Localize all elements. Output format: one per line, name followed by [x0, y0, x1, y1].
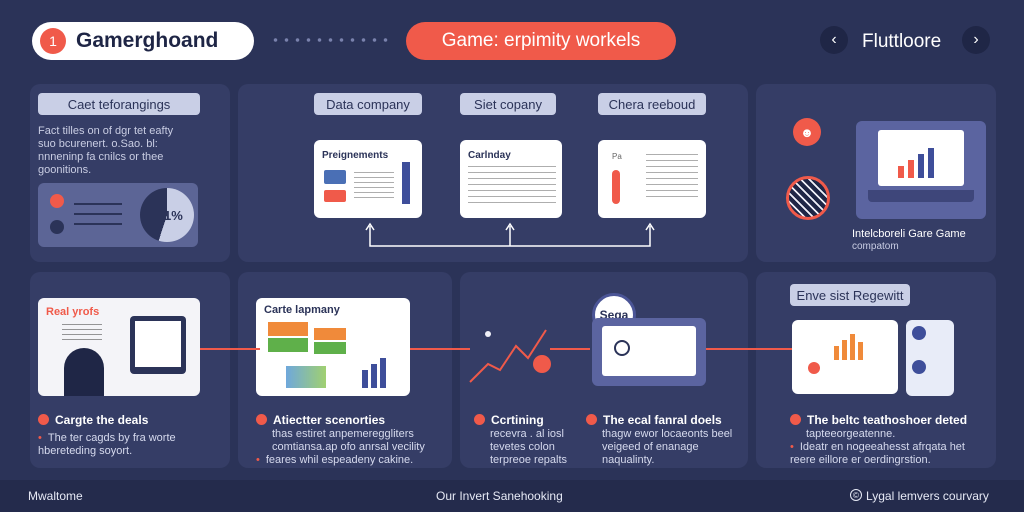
green-block	[268, 338, 308, 352]
globe-icon	[786, 176, 830, 220]
footer-center[interactable]: Our Invert Sanehooking	[436, 489, 563, 503]
orange-block	[268, 322, 308, 336]
panel3-subcaption: compatom	[852, 241, 899, 252]
footer-right[interactable]: Lygal lemvers courvary	[866, 489, 989, 503]
step-dot-icon	[38, 414, 49, 425]
orange-block-2	[314, 328, 346, 340]
card3-bar-accent	[612, 170, 620, 204]
card3-text-lines	[646, 154, 698, 202]
panel7-bar-chart-icon	[834, 334, 863, 360]
panel4-image[interactable]: Real yrofs	[38, 298, 200, 396]
connector-line-1	[200, 348, 260, 350]
panel5-caption: Atiectter scenorties thas estiret anpeme…	[256, 414, 446, 467]
panel3-caption: Intelcboreli Gare Game	[852, 228, 966, 240]
nav-label: Fluttloore	[862, 31, 942, 52]
panel5-image[interactable]: Carte lapmany	[256, 298, 410, 396]
laptop-chart-icon	[898, 148, 934, 178]
center-title: Game: erpimity workels	[441, 30, 641, 51]
panel6-caption-1: Ccrtining recevra . al iosl tevetes colo…	[474, 414, 574, 467]
panel6-caption2-title: The ecal fanral doels	[603, 413, 722, 427]
card2-text-lines	[468, 166, 556, 206]
tablet-screen	[135, 321, 181, 367]
panel7-caption: The beltc teathoshoer deted tapteeorgeat…	[790, 414, 990, 467]
panel7-avatar-icon-2	[912, 360, 926, 374]
card-chera[interactable]: Pa	[598, 140, 706, 218]
footer-left[interactable]: Mwaltome	[28, 489, 83, 503]
card2-title: Carlnday	[468, 150, 511, 161]
card3-label: Pa	[612, 152, 622, 161]
tag-data-company[interactable]: Data company	[314, 93, 422, 115]
tag-chera-reeboud[interactable]: Chera reeboud	[598, 93, 706, 115]
panel5-caption-bullet: feares whil espeadeny cakine.	[265, 454, 414, 466]
toggle-icon	[50, 194, 64, 208]
envelope-icon	[324, 170, 346, 184]
panel7-tag[interactable]: Enve sist Regewitt	[790, 284, 910, 306]
panel5-caption-title: Atiectter scenorties	[273, 413, 386, 427]
connector-line-4	[706, 348, 792, 350]
center-title-pill[interactable]: Game: erpimity workels	[406, 22, 676, 60]
panel7-caption-bullet: Ideatr en nogeeahesst afrqata het reere …	[790, 441, 965, 466]
panel4-caption: Cargte the deals •The ter cagds by fra w…	[38, 414, 224, 458]
panel5-bar-chart-icon	[362, 358, 386, 388]
chevron-left-icon[interactable]: ‹	[820, 26, 848, 54]
arrow-lines-icon	[74, 203, 122, 225]
panel5-title: Carte lapmany	[264, 304, 340, 316]
panel7-image-2[interactable]	[906, 320, 954, 396]
panel7-dot-icon	[808, 362, 820, 374]
card1-text-lines	[354, 172, 394, 200]
connector-line-2	[410, 348, 470, 350]
panel1-text: Fact tilles on of dgr tet eafty suo bcur…	[38, 125, 174, 176]
step-dot-icon	[256, 414, 267, 425]
toggle-icon-2	[50, 220, 64, 234]
panel6-caption-2: The ecal fanral doels thagw ewor locaeon…	[586, 414, 736, 467]
panel1-tag[interactable]: Caet teforangings	[38, 93, 200, 115]
monitor-icon	[614, 340, 630, 356]
panel7-avatar-icon	[912, 326, 926, 340]
card-carlnday[interactable]: Carlnday	[460, 140, 562, 218]
laptop-base	[868, 190, 974, 202]
card1-bar	[402, 162, 410, 204]
copyright-icon: ©	[850, 489, 862, 501]
step-dot-icon	[474, 414, 485, 425]
step-dot-icon	[790, 414, 801, 425]
pie-stat	[140, 188, 194, 242]
growth-line-icon	[469, 329, 551, 383]
panel1-stat: 1%	[164, 208, 183, 223]
panel6-caption1-text: recevra . al iosl tevetes colon terpreoe…	[490, 428, 568, 466]
panel4-title: Real yrofs	[46, 306, 100, 318]
panel7-caption-text: tapteeorgeatenne.	[806, 428, 896, 440]
panel7-image-1[interactable]	[792, 320, 898, 394]
panel7-caption-title: The beltc teathoshoer deted	[807, 413, 968, 427]
envelope-icon-2	[324, 190, 346, 202]
header-dots	[270, 38, 390, 42]
green-block-2	[314, 342, 346, 354]
brand-number-badge: 1	[40, 28, 66, 54]
panel6-caption2-text: thagw ewor locaeonts beel veigeed of ena…	[602, 428, 733, 466]
bullet-icon: •	[38, 432, 42, 444]
brand-pill[interactable]: 1 Gamerghoand	[32, 22, 254, 60]
panel4-caption-title: Cargte the deals	[55, 413, 149, 427]
person-illustration	[64, 348, 104, 396]
user-icon: ☻	[793, 118, 821, 146]
step-dot-icon	[586, 414, 597, 425]
brand-title: Gamerghoand	[76, 29, 219, 52]
card1-title: Preignements	[322, 150, 389, 161]
map-thumbnail	[286, 366, 326, 388]
chevron-right-icon[interactable]: ›	[962, 26, 990, 54]
panel5-caption-text: thas estiret anpemereggliters comtiansa.…	[272, 428, 425, 453]
panel4-caption-text: The ter cagds by fra worte hbereteding s…	[38, 432, 176, 457]
panel4-text-lines	[62, 324, 102, 344]
bullet-icon: •	[790, 441, 794, 453]
card-preignements[interactable]: Preignements	[314, 140, 422, 218]
tag-siet-copany[interactable]: Siet copany	[460, 93, 556, 115]
bullet-icon: •	[256, 454, 260, 466]
panel6-caption1-title: Ccrtining	[491, 413, 544, 427]
connector-line-3	[550, 348, 590, 350]
connector-arrows	[365, 222, 655, 247]
